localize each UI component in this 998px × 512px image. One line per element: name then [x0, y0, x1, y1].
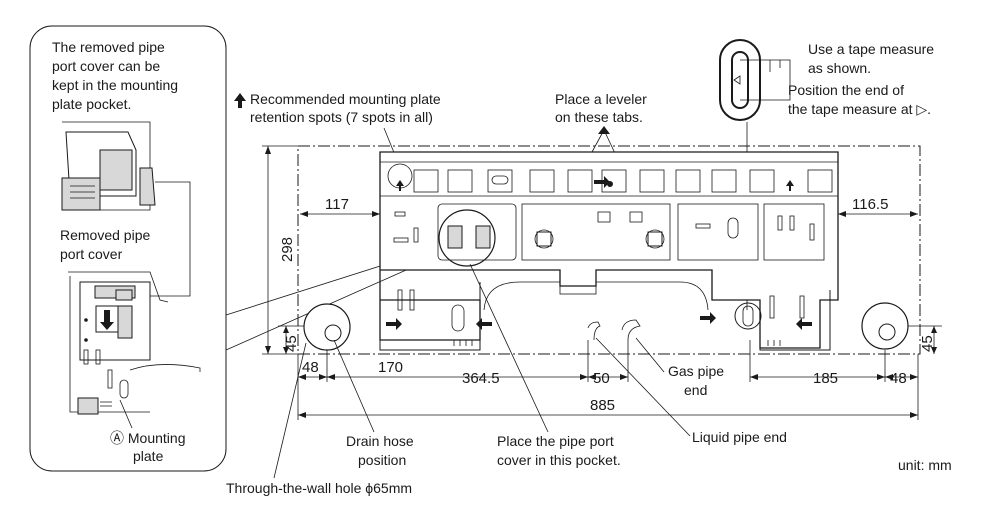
dim-gas-gap: 50 — [593, 370, 610, 387]
callout-text-1: The removed pipe — [52, 39, 165, 55]
dim-hole-right-x: 48 — [890, 370, 907, 387]
gas-text-2: end — [684, 382, 707, 398]
hole-leader — [273, 342, 307, 479]
pocket-leader — [469, 263, 549, 433]
removed-cover-text-1: Removed pipe — [60, 227, 150, 243]
leveler-arrow-icon — [598, 126, 610, 134]
dim-hole-left-height: 45 — [283, 335, 300, 352]
leveler-text-2: on these tabs. — [555, 109, 643, 125]
pocket-text-1: Place the pipe port — [497, 433, 614, 449]
liquid-leader — [595, 337, 691, 437]
callout-text-2: port cover can be — [52, 58, 160, 74]
dim-liquid-x: 364.5 — [462, 370, 500, 387]
tape-text-4: the tape measure at ▷. — [788, 101, 931, 117]
drain-text-2: position — [358, 452, 406, 468]
unit-text: unit: mm — [898, 457, 952, 473]
mounting-plate-text-2: plate — [133, 448, 164, 464]
dim-hole-right-height: 45 — [919, 335, 936, 352]
dimension-lines — [262, 145, 942, 420]
callout-panel: The removed pipe port cover can be kept … — [29, 25, 227, 472]
wall-hole-right-inner — [878, 323, 896, 341]
hole-text: Through-the-wall hole ϕ65mm — [226, 480, 412, 496]
dim-right-hole-x: 185 — [813, 370, 838, 387]
dim-hole-left-x: 48 — [302, 359, 319, 376]
dim-drain-x: 170 — [378, 359, 403, 376]
tape-label: Use a tape measure as shown. Position th… — [788, 41, 934, 117]
callout-text-4: plate pocket. — [52, 96, 131, 112]
dim-left-offset: 117 — [325, 196, 349, 213]
gas-leader — [635, 337, 665, 373]
mounting-plate-leader — [119, 399, 133, 429]
zoom-connector-lower — [225, 254, 441, 351]
tape-text-1: Use a tape measure — [808, 41, 934, 57]
removed-cover-text-2: port cover — [60, 246, 123, 262]
retention-label: Recommended mounting plate retention spo… — [234, 91, 441, 125]
retention-text-1: Recommended mounting plate — [250, 91, 441, 107]
dim-total-width: 885 — [590, 397, 615, 414]
mounting-plate-text-1: Ⓐ Mounting — [110, 430, 185, 446]
mounting-plate-closeup — [68, 271, 201, 415]
drain-hose-circle — [324, 324, 342, 342]
dim-height: 298 — [279, 237, 296, 262]
retention-text-2: retention spots (7 spots in all) — [250, 109, 433, 125]
mounting-plate — [379, 151, 839, 351]
callout-text-3: kept in the mounting — [52, 77, 178, 93]
callout-frame — [29, 25, 227, 472]
pipe-port-cover-pocket-illustration — [61, 121, 191, 297]
dim-right-offset: 116.5 — [852, 196, 888, 213]
unit-outline-dashed — [297, 145, 921, 355]
drain-leader — [333, 339, 375, 433]
tape-text-3: Position the end of — [788, 82, 904, 98]
drain-text-1: Drain hose — [346, 433, 414, 449]
pocket-text-2: cover in this pocket. — [497, 452, 621, 468]
pipe-ends — [587, 319, 641, 341]
tape-measure-icon — [719, 39, 791, 121]
tape-text-2: as shown. — [808, 60, 871, 76]
arrow-up-icon — [234, 93, 246, 108]
leveler-label: Place a leveler on these tabs. — [555, 91, 647, 125]
liquid-text: Liquid pipe end — [692, 429, 787, 445]
leveler-text-1: Place a leveler — [555, 91, 647, 107]
gas-text-1: Gas pipe — [668, 363, 724, 379]
